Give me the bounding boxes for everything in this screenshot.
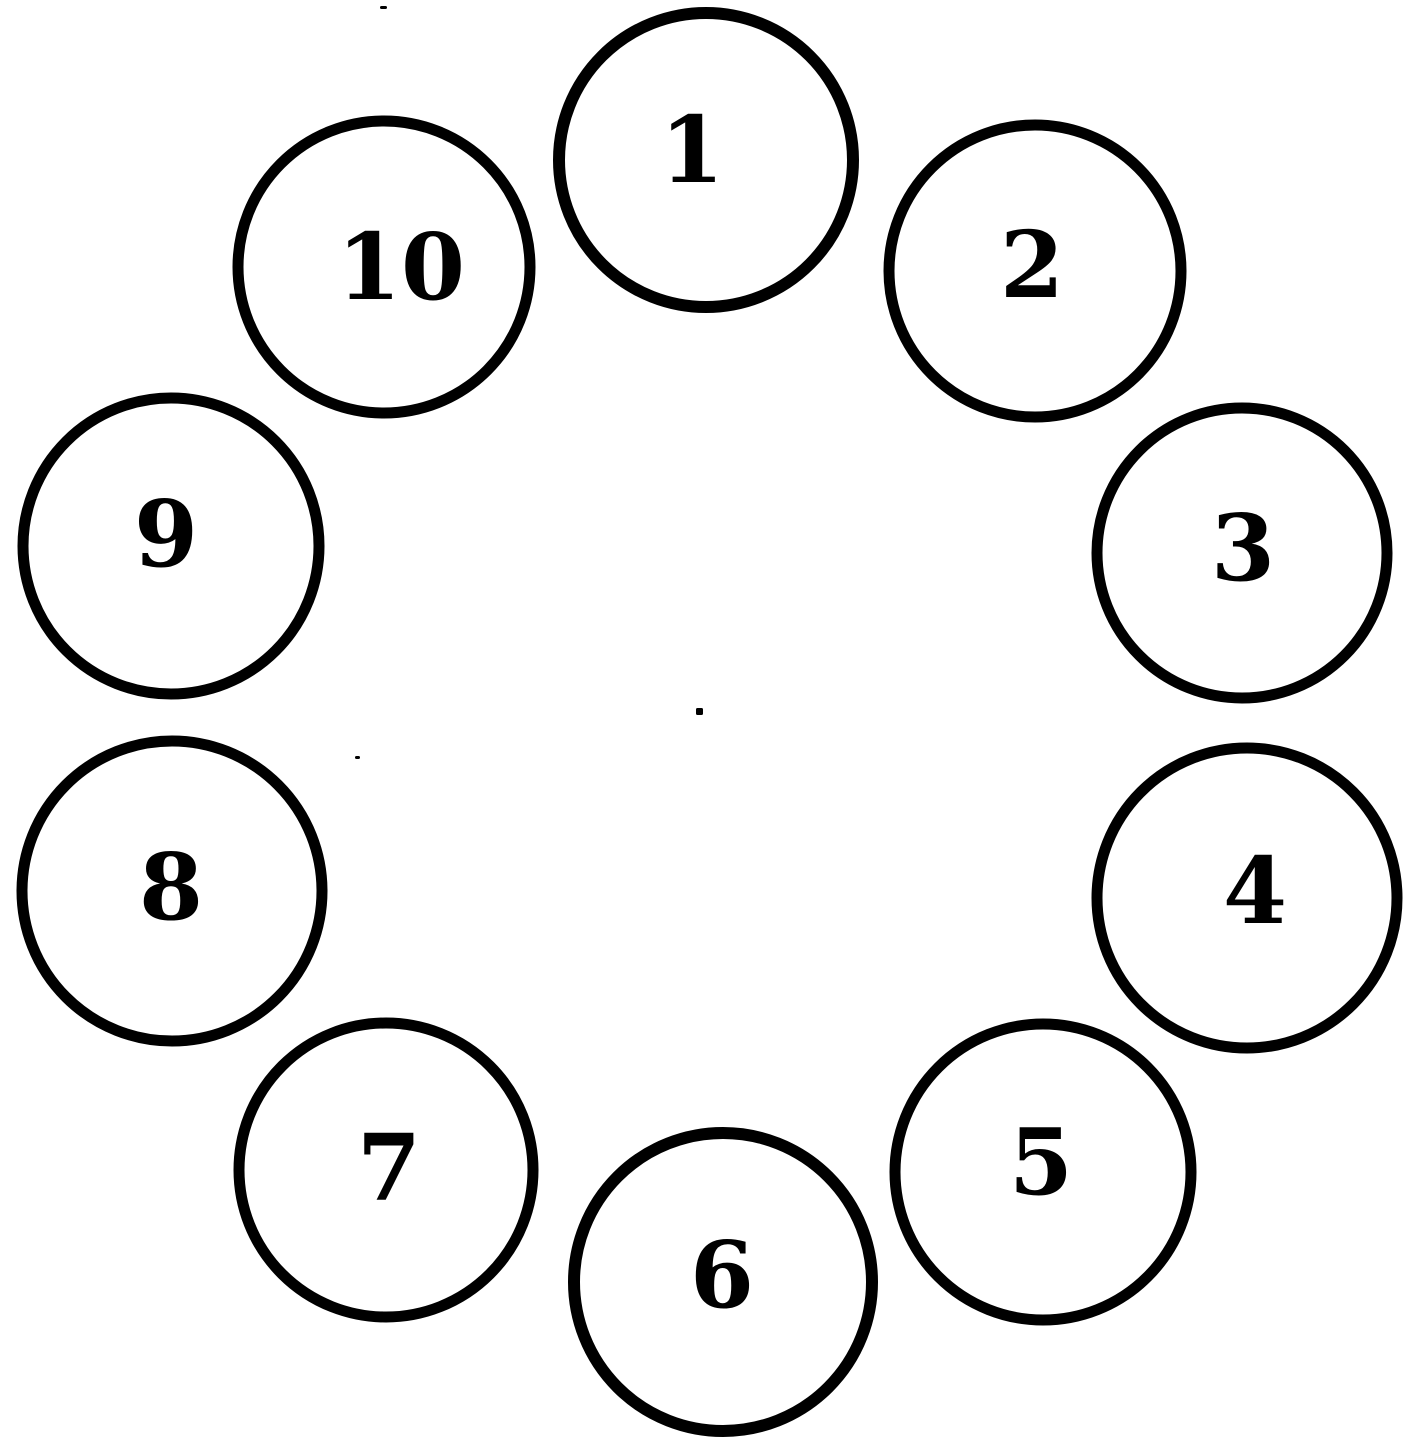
circle-outline [889,1018,1197,1326]
circle-number: 9 [134,480,198,588]
circle-outline [1091,402,1393,704]
circle-outline [233,1017,539,1323]
ink-speck [380,6,387,9]
circle-number: 3 [1211,494,1275,602]
circle-outline [568,1127,878,1437]
circle-node-4: 4 [1091,742,1403,1054]
circle-number: 6 [690,1221,754,1329]
circle-number: 8 [139,833,203,941]
circle-node-7: 7 [233,1017,539,1323]
circle-number: 4 [1223,837,1287,945]
circle-outline [553,7,859,313]
circle-node-6: 6 [568,1127,878,1437]
circle-node-3: 3 [1091,402,1393,704]
circle-node-10: 10 [232,115,536,419]
ink-speck [355,756,360,759]
ink-speck [696,708,703,715]
circle-outline [883,119,1187,423]
circle-node-5: 5 [889,1018,1197,1326]
circle-number: 2 [1000,211,1064,319]
circle-node-2: 2 [883,119,1187,423]
circle-node-1: 1 [553,7,859,313]
circle-outline [1091,742,1403,1054]
circle-outline [17,392,325,700]
circle-number: 7 [357,1114,421,1222]
circle-number: 5 [1009,1108,1073,1216]
circle-outline [16,735,328,1047]
circle-number: 10 [337,213,465,321]
circle-node-8: 8 [16,735,328,1047]
circle-outline [232,115,536,419]
circle-number: 1 [660,96,724,204]
circle-node-9: 9 [17,392,325,700]
